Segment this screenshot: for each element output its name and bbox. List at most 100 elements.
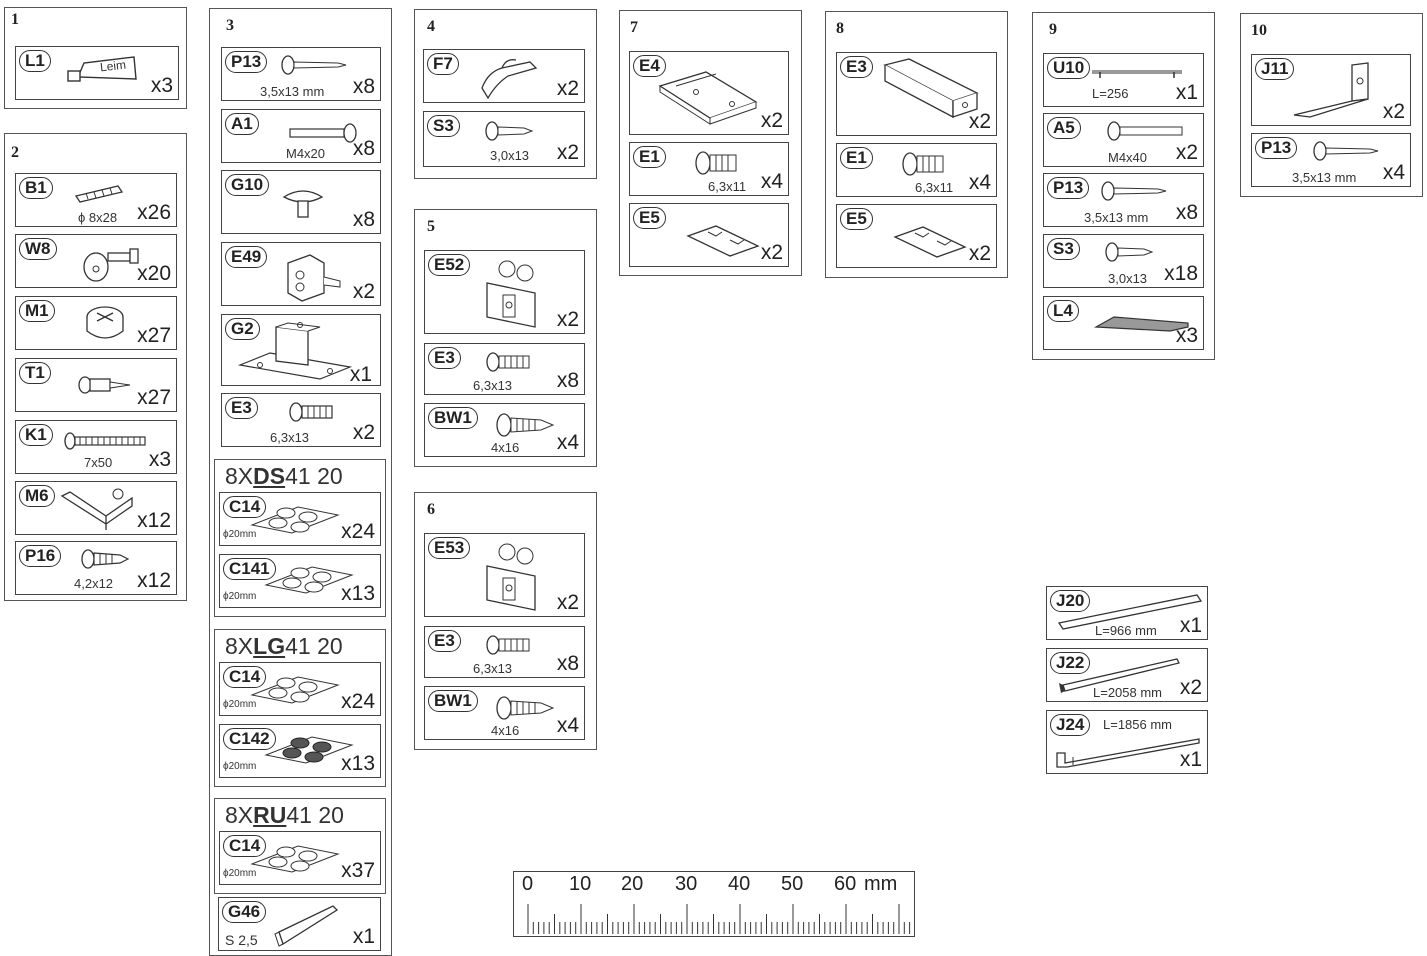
part-code: F7 xyxy=(427,53,459,75)
handle-icon xyxy=(1090,64,1186,82)
part-code: J11 xyxy=(1255,58,1295,80)
knob-icon xyxy=(280,185,326,221)
dowel-icon xyxy=(74,182,124,204)
rail-piece-icon xyxy=(656,66,760,126)
part-qty: x8 xyxy=(352,75,375,98)
part-code: E52 xyxy=(428,254,471,276)
part-code: L4 xyxy=(1047,300,1079,322)
part-code: K1 xyxy=(19,424,53,446)
part-code: T1 xyxy=(19,362,51,384)
screw-icon xyxy=(280,54,350,76)
part-dim: L=2058 mm xyxy=(1093,685,1163,700)
part-code: E3 xyxy=(225,397,258,419)
channel-rail-icon xyxy=(1053,733,1203,771)
part-dim: L=256 xyxy=(1092,86,1129,101)
ruler-label: 20 xyxy=(621,873,644,895)
part-dim: L=1856 mm xyxy=(1103,717,1173,732)
part-code: C142 xyxy=(223,728,276,750)
part-e3: E3 6,3x13 x8 xyxy=(424,343,585,395)
part-code: E5 xyxy=(840,208,873,230)
part-qty: x13 xyxy=(341,582,375,605)
group-number: 8 xyxy=(836,20,844,37)
part-j11: J11 x2 xyxy=(1251,54,1411,126)
part-dim: ϕ20mm xyxy=(223,591,257,602)
part-dim: 6,3x11 xyxy=(708,179,747,194)
part-qty: x1 xyxy=(1179,614,1202,637)
part-s3: S3 3,0x13 x18 xyxy=(1043,234,1204,288)
screw-icon xyxy=(495,695,555,721)
part-l1: L1 Leim x3 xyxy=(15,46,179,100)
plate-icon xyxy=(893,219,969,259)
part-qty: x24 xyxy=(341,690,375,713)
group-number: 5 xyxy=(427,218,435,235)
part-e1: E1 6,3x11 x4 xyxy=(629,142,789,196)
measuring-ruler: 0 10 20 30 40 50 60 mm xyxy=(513,871,915,937)
part-a5: A5 M4x40 x2 xyxy=(1043,113,1204,167)
part-code: E49 xyxy=(225,246,268,268)
part-bw1: BW1 4x16 x4 xyxy=(424,403,585,457)
part-qty: x12 xyxy=(137,569,171,592)
part-dim: 4,2x12 xyxy=(74,576,114,591)
block-icon xyxy=(881,58,981,125)
part-e3: E3 6,3x13 x8 xyxy=(424,626,585,678)
wedge-icon xyxy=(1093,313,1190,333)
part-dim: 3,0x13 xyxy=(1108,271,1148,286)
plate-icon xyxy=(686,218,762,258)
part-code: E3 xyxy=(428,630,461,652)
part-code: M6 xyxy=(19,485,55,507)
ruler-label: 0 xyxy=(522,873,534,895)
part-code: E5 xyxy=(633,207,666,229)
ruler-label: 30 xyxy=(675,873,698,895)
part-code: S3 xyxy=(427,115,460,137)
part-code: A5 xyxy=(1047,117,1081,139)
part-dim: ϕ20mm xyxy=(223,529,257,540)
part-dim: ϕ20mm xyxy=(223,868,257,879)
angle-bracket-icon xyxy=(58,486,138,532)
ruler-label: 60 xyxy=(834,873,857,895)
part-dim: ϕ20mm xyxy=(223,761,257,772)
part-m1: M1 x27 xyxy=(15,296,177,350)
part-qty: x2 xyxy=(556,591,579,614)
part-code: C14 xyxy=(223,835,267,857)
dark-felt-pads-icon xyxy=(264,729,354,769)
part-qty: x8 xyxy=(1175,201,1198,224)
group-number: 7 xyxy=(630,19,638,36)
part-code: M1 xyxy=(19,300,55,322)
part-dim: 3,5x13 mm xyxy=(1084,210,1149,225)
part-dim: 3,5x13 mm xyxy=(260,84,325,99)
screw-icon xyxy=(901,150,951,178)
part-qty: x18 xyxy=(1164,262,1198,285)
part-dim: S 2,5 xyxy=(225,932,258,948)
part-p13: P13 3,5x13 mm x8 xyxy=(221,47,381,101)
part-bw1: BW1 4x16 x4 xyxy=(424,686,585,740)
part-code: G46 xyxy=(222,901,267,923)
screw-icon xyxy=(485,350,535,374)
bolt-icon xyxy=(288,122,360,144)
part-f7: F7 x2 xyxy=(423,49,585,103)
part-c14: C14 ϕ20mm x24 xyxy=(219,492,381,546)
group-9: 9 U10 L=256 x1 A5 M4x40 x2 P13 3,5x13 mm… xyxy=(1032,12,1215,360)
part-qty: x8 xyxy=(556,652,579,675)
part-qty: x24 xyxy=(341,520,375,543)
glue-label: Leim xyxy=(99,57,127,75)
part-dim: 4x16 xyxy=(491,723,520,738)
part-code: G10 xyxy=(225,174,270,196)
part-code: E3 xyxy=(428,347,461,369)
part-qty: x4 xyxy=(1382,161,1405,184)
part-qty: x4 xyxy=(556,431,579,454)
part-dim: M4x20 xyxy=(286,146,326,161)
felt-pads-icon xyxy=(250,669,340,709)
support-block-icon xyxy=(236,321,354,383)
glue-tube-icon xyxy=(64,53,144,89)
part-e5: E5 x2 xyxy=(629,203,789,267)
part-dim: 6,3x11 xyxy=(915,180,954,195)
felt-pads-icon xyxy=(250,838,340,878)
set-ds: 8XDS41 20 C14 ϕ20mm x24 C141 ϕ20mm x13 xyxy=(214,459,386,617)
group-number: 2 xyxy=(11,144,19,161)
part-code: P13 xyxy=(1047,177,1090,199)
part-code: E1 xyxy=(633,146,666,168)
screw-icon xyxy=(495,412,555,438)
part-dim: 3,5x13 mm xyxy=(1292,170,1357,185)
part-e5: E5 x2 xyxy=(836,204,997,268)
group-8: 8 E3 x2 E1 6,3x11 x4 E5 x2 xyxy=(825,11,1008,278)
